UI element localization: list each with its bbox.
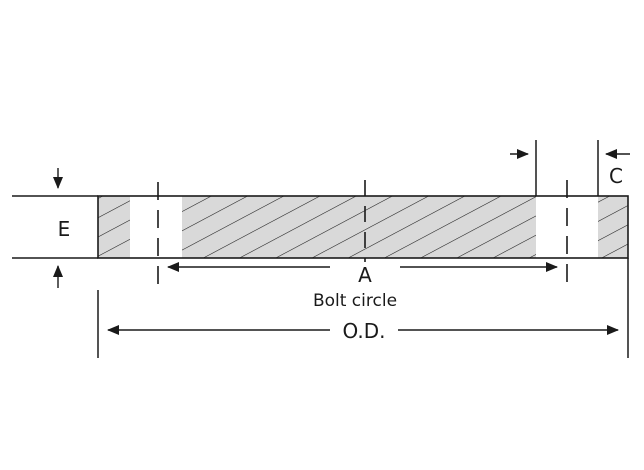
thickness-dimension: E [12, 168, 98, 288]
bolt-circle-dimension: A Bolt circle [167, 262, 558, 311]
hole-offset-label: C [609, 164, 623, 188]
hole-offset-dimension: C [510, 140, 630, 196]
thickness-label: E [58, 217, 71, 241]
bolt-circle-caption: Bolt circle [313, 291, 397, 311]
flange-outline [97, 195, 629, 259]
flange-section [97, 195, 629, 259]
outer-diameter-dimension: O.D. [97, 258, 629, 358]
outer-diameter-label: O.D. [342, 319, 385, 343]
bolt-circle-label: A [358, 263, 372, 287]
